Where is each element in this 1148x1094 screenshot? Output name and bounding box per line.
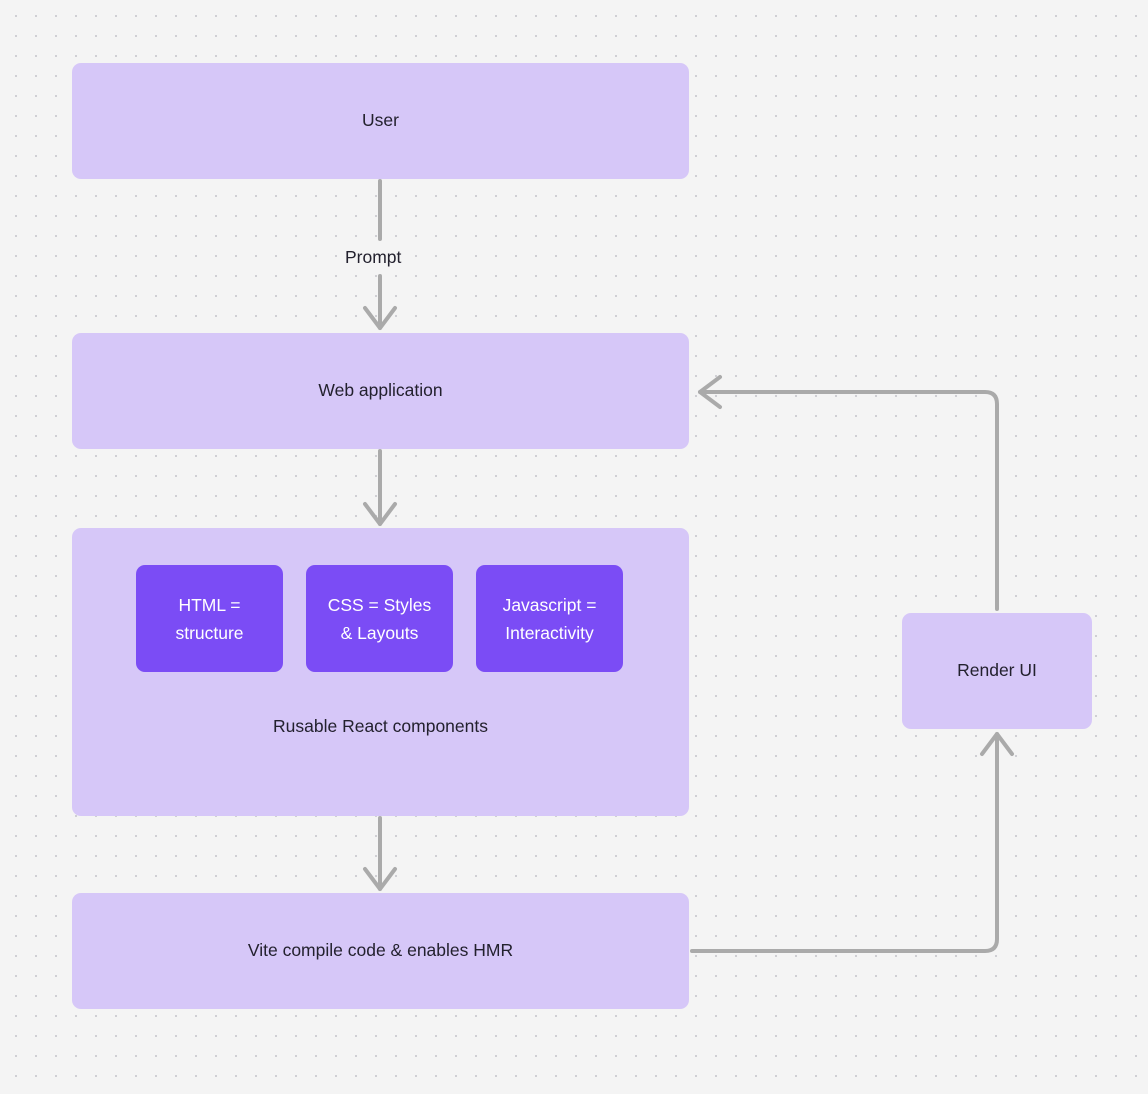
- node-user[interactable]: User: [72, 63, 689, 179]
- arrowhead-down-icon: [363, 502, 397, 526]
- edge-label-prompt: Prompt: [338, 245, 409, 270]
- node-react-components[interactable]: HTML = structure CSS = Styles & Layouts …: [72, 528, 689, 816]
- node-vite-label: Vite compile code & enables HMR: [247, 940, 514, 961]
- chip-javascript-label: Javascript = Interactivity: [502, 594, 597, 643]
- edge-components-to-vite: [363, 816, 397, 891]
- edge-render-to-webapp: [698, 375, 999, 611]
- node-react-components-caption: Rusable React components: [273, 716, 488, 736]
- node-web-application-label: Web application: [318, 380, 443, 401]
- node-render-ui[interactable]: Render UI: [902, 613, 1092, 729]
- node-render-ui-label: Render UI: [957, 660, 1037, 681]
- arrowhead-up-icon: [980, 732, 1014, 756]
- chip-css[interactable]: CSS = Styles & Layouts: [306, 565, 453, 672]
- arrowhead-down-icon: [363, 306, 397, 330]
- edge-vite-to-render: [690, 732, 1014, 953]
- node-web-application[interactable]: Web application: [72, 333, 689, 449]
- node-user-label: User: [362, 110, 399, 131]
- edge-webapp-to-components: [363, 449, 397, 526]
- chip-html-label: HTML = structure: [175, 594, 244, 643]
- chip-css-label: CSS = Styles & Layouts: [327, 594, 432, 643]
- node-vite[interactable]: Vite compile code & enables HMR: [72, 893, 689, 1009]
- arrowhead-left-icon: [698, 375, 722, 409]
- chip-html[interactable]: HTML = structure: [136, 565, 283, 672]
- chip-row: HTML = structure CSS = Styles & Layouts …: [72, 565, 689, 672]
- arrowhead-down-icon: [363, 867, 397, 891]
- chip-javascript[interactable]: Javascript = Interactivity: [476, 565, 623, 672]
- edge-segment: [698, 390, 999, 611]
- edge-segment: [690, 732, 999, 953]
